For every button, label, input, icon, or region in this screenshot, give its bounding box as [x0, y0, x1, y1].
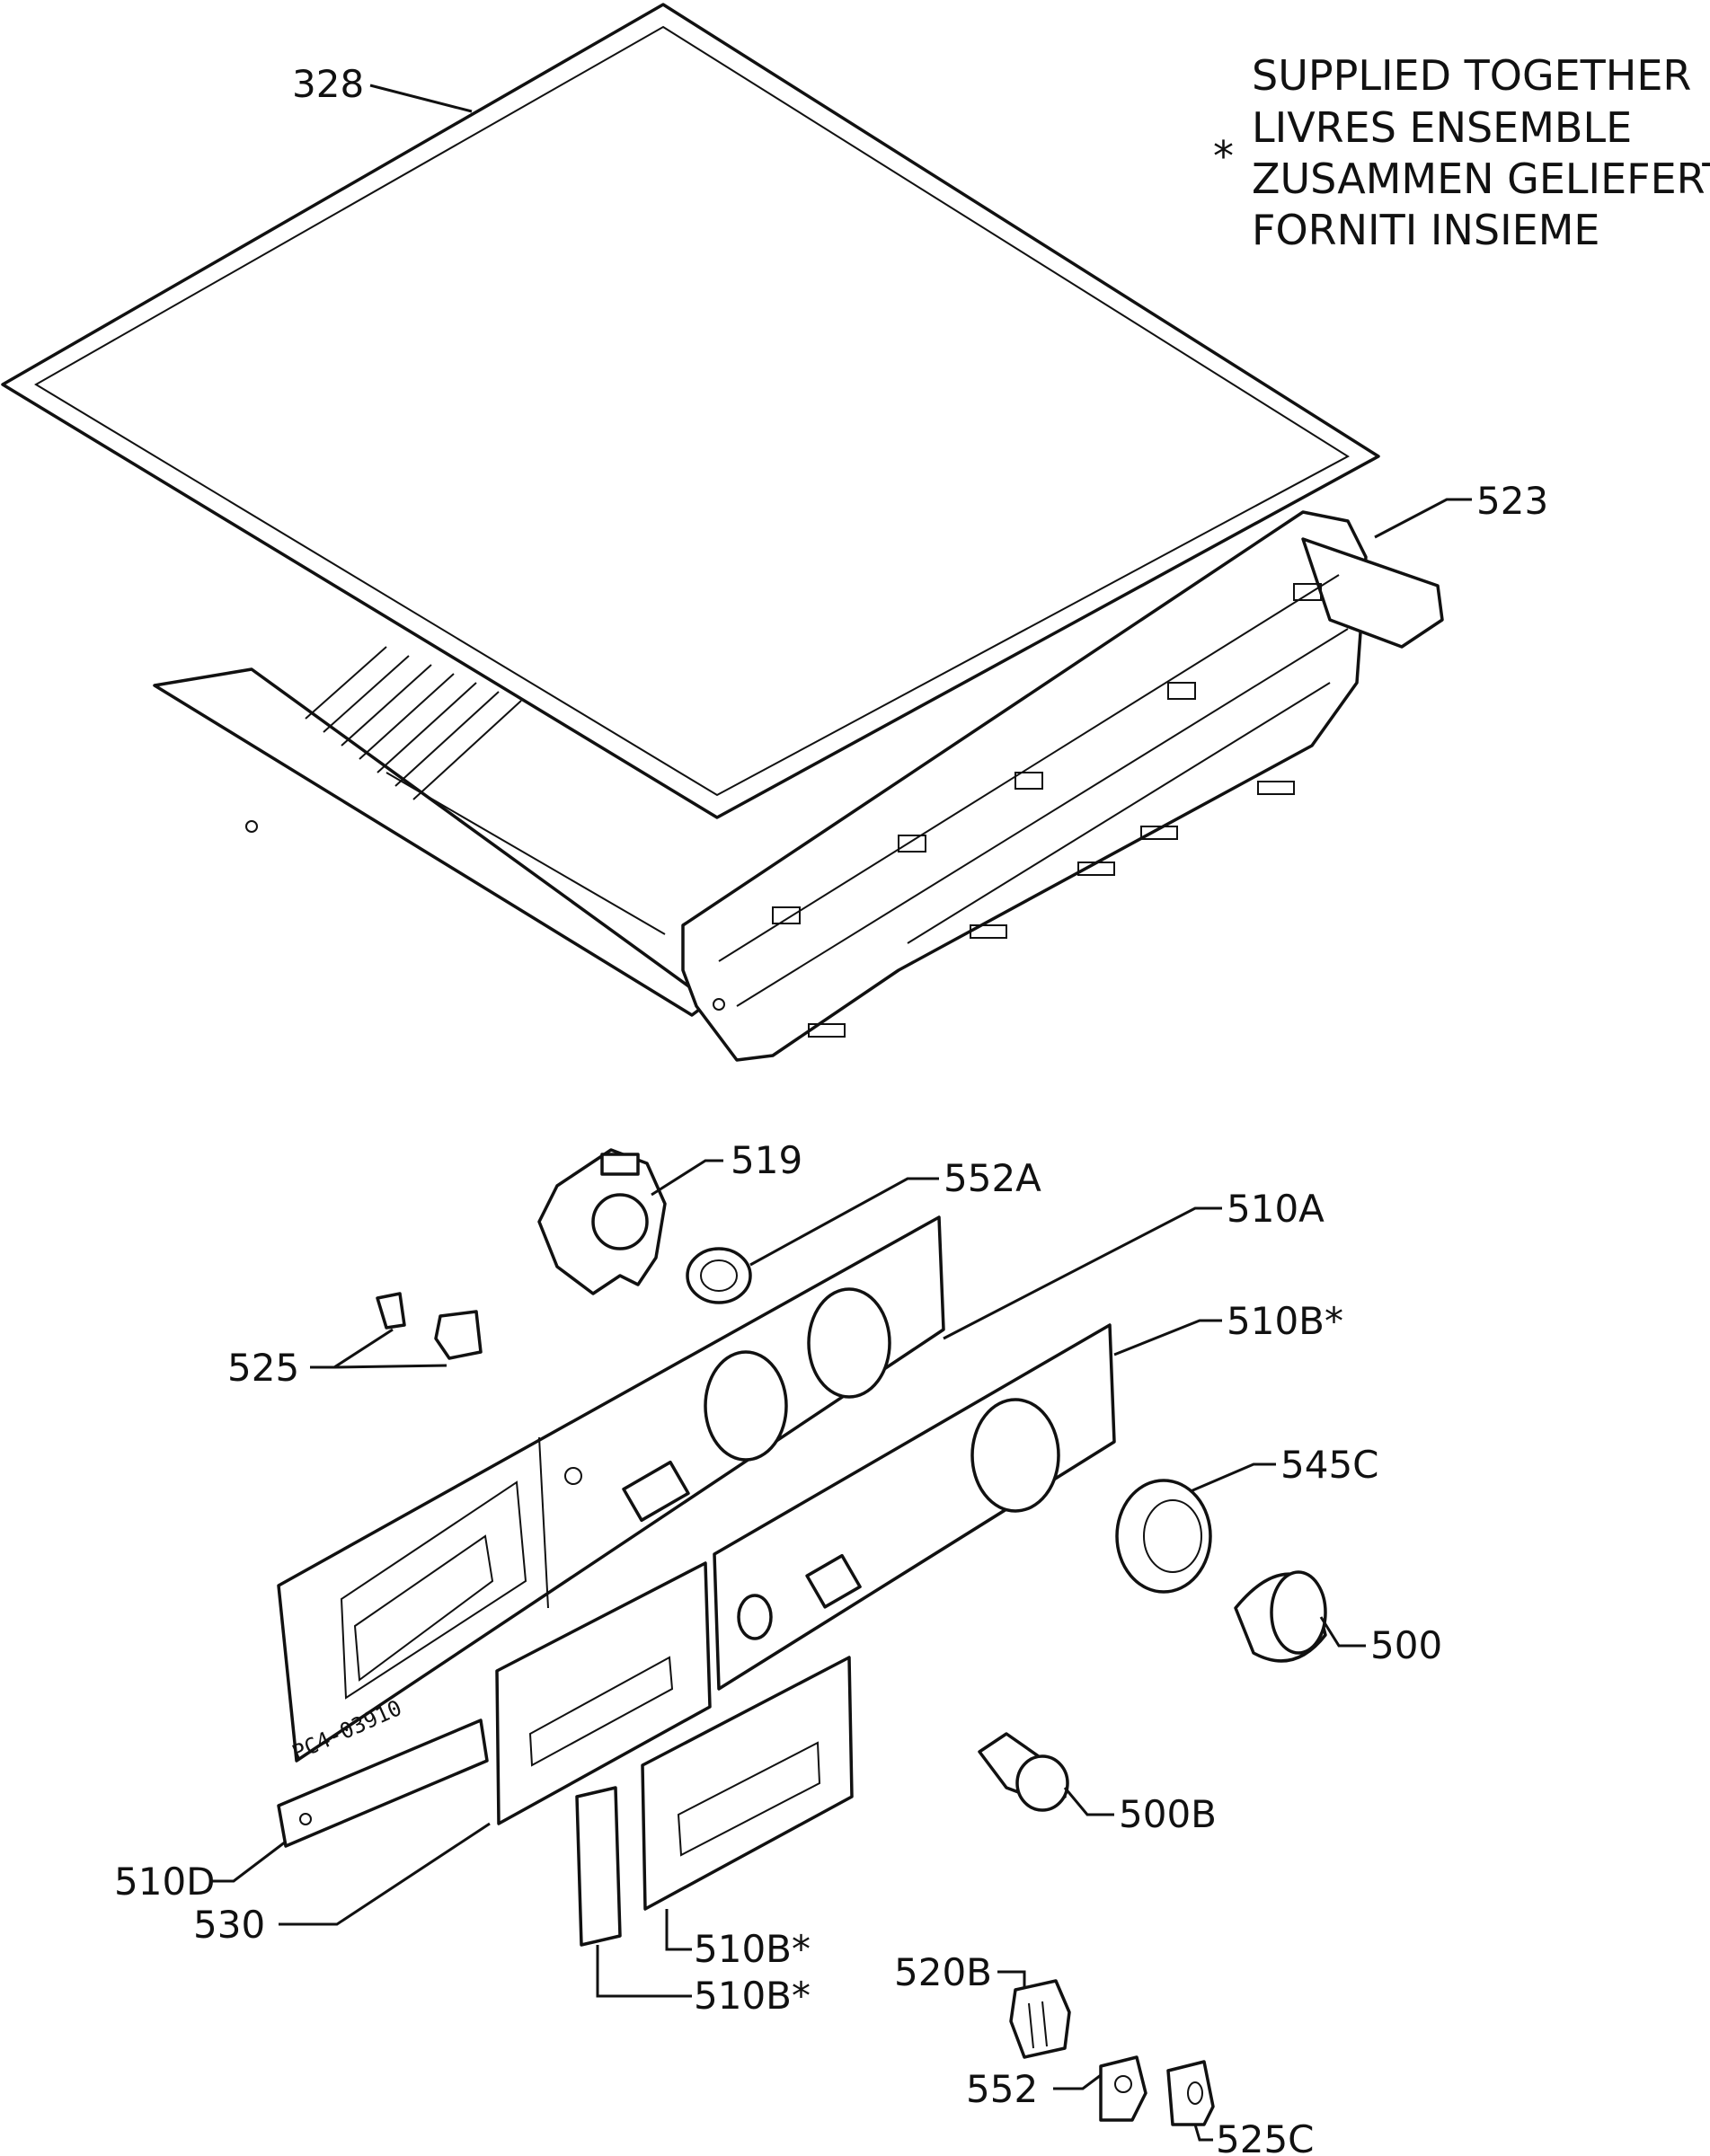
label-510D: 510D [114, 1860, 216, 1904]
part-525-clips: 525 [227, 1292, 483, 1390]
part-523-control-frame: 523 [153, 479, 1548, 1062]
part-520B-block: 520B [894, 1950, 1071, 2059]
label-530: 530 [193, 1903, 265, 1947]
supplied-together-note: * SUPPLIED TOGETHER LIVRES ENSEMBLE ZUSA… [1213, 51, 1710, 254]
label-510B-3: 510B* [694, 1974, 811, 2018]
label-545C: 545C [1280, 1443, 1379, 1487]
label-520B: 520B [894, 1950, 992, 1994]
part-545C-bezel: 545C [1115, 1443, 1379, 1594]
label-519: 519 [731, 1138, 802, 1182]
note-line-1: SUPPLIED TOGETHER [1252, 51, 1691, 100]
label-500B: 500B [1119, 1792, 1217, 1836]
label-552: 552 [966, 2067, 1038, 2111]
part-552A-ring: 552A [686, 1156, 1041, 1304]
part-510B-small-frame: 510B* [641, 1656, 854, 1971]
label-510B-1: 510B* [1227, 1299, 1343, 1343]
part-510B-strip: 510B* [575, 1786, 811, 2018]
note-line-2: LIVRES ENSEMBLE [1252, 103, 1632, 152]
part-530: 530 [193, 1822, 491, 1947]
part-552-clip: 552 [966, 2055, 1147, 2122]
label-525C: 525C [1216, 2117, 1315, 2156]
note-line-4: FORNITI INSIEME [1252, 206, 1599, 254]
part-519: 519 [537, 1138, 802, 1295]
label-510A: 510A [1227, 1187, 1325, 1231]
label-500: 500 [1370, 1623, 1442, 1667]
label-525: 525 [227, 1346, 299, 1390]
part-510D-strip: 510D [114, 1719, 489, 1904]
label-552A: 552A [944, 1156, 1041, 1200]
part-500B-shaft: 500B [978, 1732, 1217, 1836]
label-523: 523 [1476, 479, 1548, 523]
part-510B-panel-1: 510B* [713, 1299, 1343, 1691]
note-asterisk: * [1213, 132, 1234, 181]
note-line-3: ZUSAMMEN GELIEFERT [1252, 155, 1710, 203]
part-500-knob: 500 [1234, 1570, 1442, 1667]
label-328: 328 [292, 62, 364, 106]
part-510B-inner-frame [495, 1561, 712, 1825]
part-525C-clip: 525C [1166, 2060, 1315, 2156]
label-510B-2: 510B* [694, 1927, 811, 1971]
part-510A-fascia: 510A PC4-03910 [277, 1187, 1325, 1765]
part-328-lid-panel: 328 [1, 3, 1380, 819]
